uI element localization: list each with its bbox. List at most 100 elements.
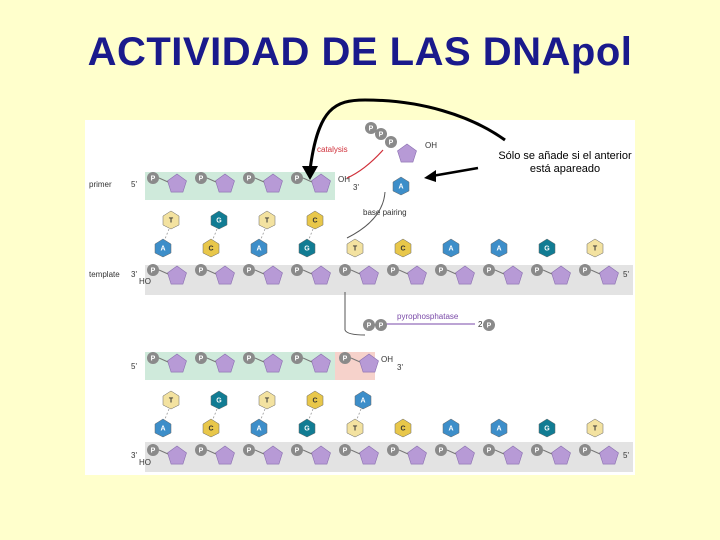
oh-label-incoming: OH (425, 141, 437, 150)
top-template-bond-1 (206, 269, 217, 275)
annotation-note: Sólo se añade si el anterior está aparea… (470, 150, 660, 176)
top-template-phosphate-0 (147, 264, 159, 276)
top-template-phosphate-3 (291, 264, 303, 276)
incoming-phosphate-2-label: P (379, 132, 384, 139)
top-primer-base-0-letter: T (169, 218, 174, 225)
top-template-base-5 (394, 238, 412, 258)
bottom-template-phosphate-7-label: P (487, 448, 492, 455)
bottom-primer-sugar-2 (263, 353, 283, 373)
top-primer-bond-2 (254, 177, 265, 183)
bottom-primer-phosphate-2-label: P (247, 356, 252, 363)
bottom-primer-base-4-letter: A (360, 398, 365, 405)
bottom-primer-base-0-letter: T (169, 398, 174, 405)
bottom-template-base-1-letter: C (208, 426, 213, 433)
top-template-phosphate-7 (483, 264, 495, 276)
bottom-template-phosphate-2-label: P (247, 448, 252, 455)
bottom-primer-phosphate-3 (291, 352, 303, 364)
top-template-sugar-0 (167, 265, 187, 285)
bottom-primer-phosphate-0-label: P (151, 356, 156, 363)
bottom-hbond-4 (356, 408, 362, 420)
bottom-primer-base-1 (210, 390, 228, 410)
note-line-2: está apareado (529, 163, 601, 175)
three-prime-primer-top: 3' (353, 183, 359, 192)
bottom-template-phosphate-1 (195, 444, 207, 456)
bottom-primer-sugar-3 (311, 353, 331, 373)
bottom-template-base-0-letter: A (160, 426, 165, 433)
bottom-template-bond-6 (446, 449, 457, 455)
bottom-primer-bond-1 (206, 357, 217, 363)
top-primer-bond-0 (158, 177, 169, 183)
bottom-primer-phosphate-1 (195, 352, 207, 364)
bottom-template-phosphate-4-label: P (343, 448, 348, 455)
bottom-template-base-8 (538, 418, 556, 438)
top-template-base-3-letter: G (304, 246, 310, 253)
top-template-sugar-2 (263, 265, 283, 285)
top-template-phosphate-1-label: P (199, 268, 204, 275)
top-template-phosphate-4-label: P (343, 268, 348, 275)
bottom-template-sugar-6 (455, 445, 475, 465)
free-phosphate-label: P (487, 323, 492, 330)
bottom-primer-sugar-0 (167, 353, 187, 373)
five-prime-template-bottom: 5' (623, 451, 629, 460)
bottom-primer-sugar-1 (215, 353, 235, 373)
bottom-hbond-1 (212, 408, 218, 420)
bottom-template-base-9-letter: T (593, 426, 598, 433)
bottom-primer-phosphate-4 (339, 352, 351, 364)
bottom-template-phosphate-3-label: P (295, 448, 300, 455)
top-template-base-5-letter: C (400, 246, 405, 253)
bottom-template-bond-7 (494, 449, 505, 455)
bottom-template-phosphate-5-label: P (391, 448, 396, 455)
top-template-phosphate-2 (243, 264, 255, 276)
top-hbond-3 (308, 228, 314, 240)
bottom-template-bond-5 (398, 449, 409, 455)
top-template-base-0-letter: A (160, 246, 165, 253)
catalysis-label: catalysis (317, 145, 348, 154)
top-hbond-2 (260, 228, 266, 240)
top-template-base-8-letter: G (544, 246, 550, 253)
bottom-template-phosphate-9-label: P (583, 448, 588, 455)
top-primer-base-2 (258, 210, 276, 230)
top-template-phosphate-2-label: P (247, 268, 252, 275)
bottom-primer-sugar-4 (359, 353, 379, 373)
oh-label-bottom: OH (381, 355, 393, 364)
bottom-primer-bond-0 (158, 357, 169, 363)
bottom-primer-bond-4 (350, 357, 361, 363)
top-template-base-1-letter: C (208, 246, 213, 253)
top-primer-phosphate-1 (195, 172, 207, 184)
bottom-template-phosphate-0-label: P (151, 448, 156, 455)
top-template-base-8 (538, 238, 556, 258)
top-template-base-9-letter: T (593, 246, 598, 253)
top-template-bond-5 (398, 269, 409, 275)
bottom-template-base-9 (586, 418, 604, 438)
top-primer-phosphate-3-label: P (295, 176, 300, 183)
top-template-bond-8 (542, 269, 553, 275)
base-pairing-arrow (346, 191, 386, 239)
bottom-template-phosphate-1-label: P (199, 448, 204, 455)
top-primer-base-3-letter: C (312, 218, 317, 225)
top-template-bond-0 (158, 269, 169, 275)
bottom-template-phosphate-2 (243, 444, 255, 456)
top-template-bond-6 (446, 269, 457, 275)
bottom-template-phosphate-8 (531, 444, 543, 456)
bottom-template-sugar-2 (263, 445, 283, 465)
bottom-primer-base-0 (162, 390, 180, 410)
oh-label-primer-top: OH (338, 175, 350, 184)
ppi-phosphate-2-label: P (379, 323, 384, 330)
bottom-template-base-2 (250, 418, 268, 438)
bottom-template-base-2-letter: A (256, 426, 261, 433)
top-primer-base-1 (210, 210, 228, 230)
bottom-primer-bond-2 (254, 357, 265, 363)
bottom-template-sugar-8 (551, 445, 571, 465)
top-template-phosphate-5 (387, 264, 399, 276)
top-primer-base-1-letter: G (216, 218, 222, 225)
top-template-base-6-letter: A (448, 246, 453, 253)
ppi-phosphate-2 (375, 319, 387, 331)
top-template-phosphate-4 (339, 264, 351, 276)
incoming-base (392, 176, 410, 196)
top-template-base-3 (298, 238, 316, 258)
bottom-template-sugar-5 (407, 445, 427, 465)
top-primer-phosphate-1-label: P (199, 176, 204, 183)
bottom-template-bond-1 (206, 449, 217, 455)
bottom-primer-phosphate-3-label: P (295, 356, 300, 363)
